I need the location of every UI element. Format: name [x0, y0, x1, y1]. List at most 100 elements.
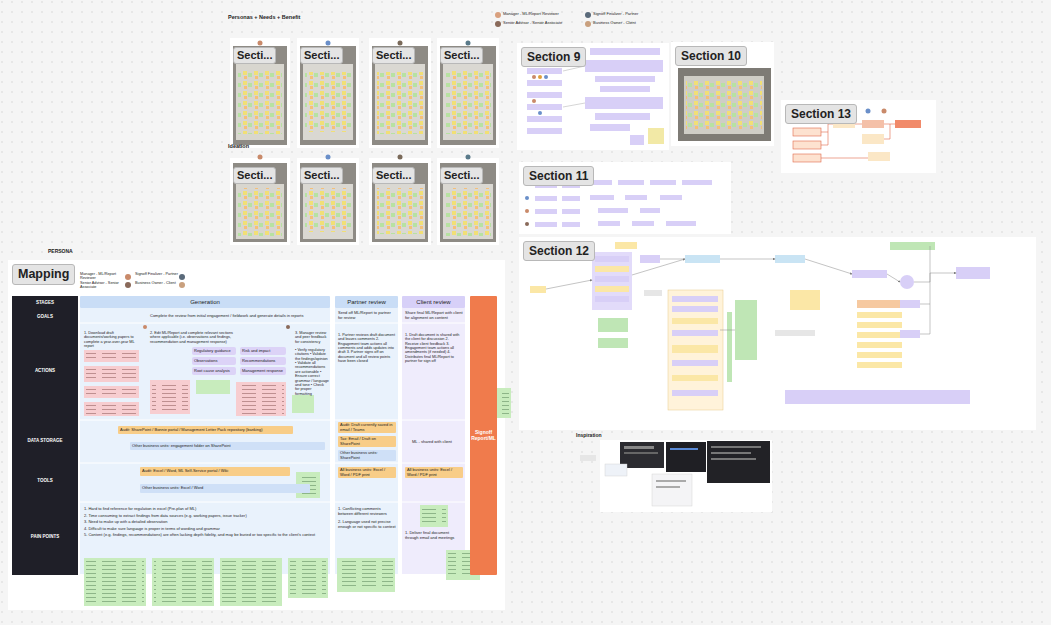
section-12-flow-part [900, 330, 920, 338]
section-12-flow-part [900, 300, 920, 308]
section-13-content-part [884, 124, 895, 125]
section-frame: Section 12 [519, 237, 1036, 430]
content-tag: Root cause analysis [192, 367, 236, 375]
inspiration-board-part [656, 480, 686, 482]
board-label: 1. Draft document is shared with the cli… [405, 333, 463, 364]
photo-frames-part [238, 70, 282, 134]
board-label: 1. Conflicting comments between differen… [338, 507, 396, 516]
journey-map-part [80, 420, 465, 421]
section-13-content-part [884, 124, 890, 139]
section-12-flow-part [857, 352, 902, 358]
section-12-flow-part [857, 362, 902, 368]
board-label: 2. Edit ML/Report and complete relevant … [150, 331, 240, 344]
journey-map-part [290, 561, 326, 595]
photo-frames-part [437, 158, 499, 245]
section-11-content-part [632, 221, 654, 226]
section-12-flow-part [615, 242, 637, 249]
journey-map-part [86, 561, 144, 603]
photo-frames-part [398, 41, 403, 46]
section-12-flow-part [857, 342, 902, 348]
section-9-content-part [532, 75, 536, 79]
section-11-content-part [562, 209, 580, 214]
photo-frames-part [326, 155, 331, 160]
section-12-flow-part [546, 280, 592, 289]
photo-frames-part [300, 163, 356, 242]
photo-frames-part [230, 158, 290, 245]
section-11-content-part [618, 180, 644, 185]
journey-map-part [420, 505, 448, 527]
section-label: Section 11 [523, 166, 594, 186]
section-11-content-part [519, 162, 731, 234]
section-label: Secti... [372, 167, 415, 184]
journey-map-part [154, 561, 212, 603]
section-10-content-part [684, 76, 764, 134]
journey-map-part [288, 558, 328, 598]
section-11-content-part [525, 222, 529, 226]
stage-header: Client review [402, 296, 465, 308]
section-10-content-part [671, 42, 774, 146]
section-9-content-part [600, 86, 650, 92]
board-label: STAGES [14, 300, 76, 305]
board-label: 5. Content (e.g. findings, recommendatio… [84, 533, 324, 538]
box-text: Audit: SharePoint / Bonnie portal / Mana… [120, 428, 263, 433]
section-12-flow-part [595, 266, 629, 272]
section-9-content-part [595, 76, 655, 82]
photo-frames-part [303, 64, 353, 140]
section-11-content-part [562, 222, 580, 227]
content-tag: Risk and impact [240, 347, 286, 355]
section-11-content-part [682, 180, 712, 185]
journey-map-part [422, 508, 446, 524]
inspiration-board-part [711, 446, 761, 448]
box-text: All business units: Excel / Word / PDF p… [407, 468, 461, 477]
board-label: Signoff Finalizer - Partner [593, 12, 673, 17]
box-text: Audit: Excel / Word, ML Self-Service por… [142, 469, 228, 474]
box-text: Root cause analysis [194, 369, 230, 374]
section-12-flow-part [720, 259, 775, 260]
section-13-content-part [821, 132, 828, 145]
journey-map-part [292, 395, 314, 413]
board-label: Share final ML/Report with client for al… [405, 311, 463, 320]
section-12-flow-part [595, 256, 629, 262]
photo-frame: Secti... [297, 158, 359, 245]
section-9-content-part [563, 103, 585, 107]
board-label: Business Owner - Client [135, 281, 181, 285]
journey-map-part [337, 558, 395, 592]
section-12-flow-part [519, 237, 1036, 430]
photo-frames-part [375, 64, 425, 140]
box-text: Signoff Report/ML [471, 430, 496, 442]
photo-frames-part [300, 46, 356, 145]
section-13-content-part [895, 120, 921, 128]
section-10-content-part [686, 80, 762, 130]
section-11-content-part [660, 195, 682, 200]
inspiration-board-part [580, 455, 596, 461]
section-13-content-part [855, 124, 862, 125]
section-12-flow-part [890, 242, 935, 250]
section-12-flow-part [775, 255, 805, 263]
section-12-flow-part [644, 290, 662, 296]
persona-avatars [495, 12, 591, 27]
board-label: 1. Partner reviews draft document and le… [338, 333, 396, 364]
photo-frames-part [377, 72, 423, 134]
section-9-content-part [527, 80, 562, 86]
section-12-flow-part [672, 390, 718, 396]
section-12-flow-part [672, 330, 718, 336]
section-12-flow-part [598, 338, 628, 348]
journey-map-part [80, 323, 465, 324]
photo-frames-part [445, 188, 491, 236]
section-11-content-part [535, 209, 557, 214]
board-label: • Verify regulatory citations • Validate… [295, 348, 329, 396]
section-label: Secti... [440, 47, 483, 64]
board-label: Business Owner - Client [593, 21, 673, 26]
section-11-content-part [650, 180, 676, 185]
section-9-content-part [595, 113, 650, 120]
section-label: Mapping [12, 264, 75, 285]
journey-map-part [222, 561, 280, 603]
box-text: Management response [242, 369, 283, 374]
inspiration-board-part [600, 440, 772, 512]
section-12-flow-part [592, 252, 632, 310]
inspiration-board-part [666, 442, 706, 472]
board-label: 2. Language used not precise enough or n… [338, 520, 396, 529]
section-label: Secti... [372, 47, 415, 64]
